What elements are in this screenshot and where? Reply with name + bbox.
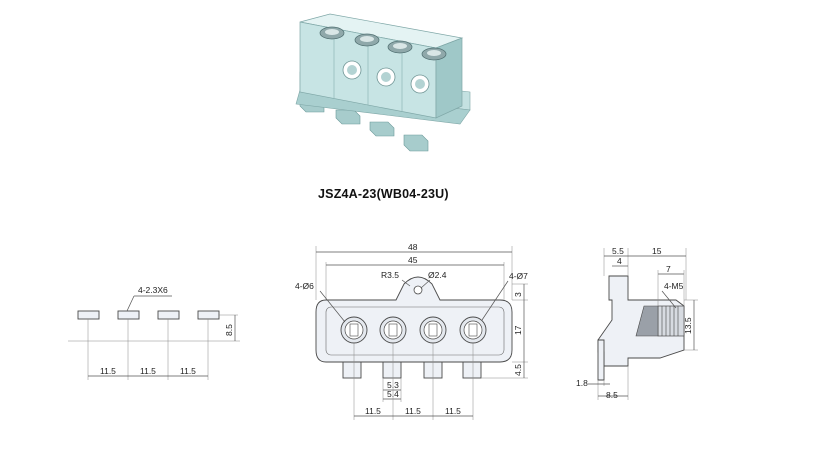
dim-4: 4 — [617, 256, 622, 266]
slot-4 — [197, 310, 220, 320]
left-view: 4-2.3X6 8.5 11.5 11.5 11.5 — [68, 285, 240, 380]
front-view: 48 45 R3.5 Ø2.4 4-Ø7 4-Ø6 3 17 4.5 5.3 5… — [295, 242, 528, 420]
dim-screw-holes: 4-Ø6 — [295, 281, 314, 291]
slot-2 — [117, 310, 140, 320]
dim-15: 15 — [652, 246, 662, 256]
left-hole-label: 4-2.3X6 — [138, 285, 168, 295]
dim-13-5: 13.5 — [683, 317, 693, 334]
dim-radius: R3.5 — [381, 270, 399, 280]
slot-3 — [157, 310, 180, 320]
left-pitch-2: 11.5 — [140, 366, 156, 376]
terminal-holes — [340, 316, 487, 344]
left-height: 8.5 — [224, 324, 234, 336]
dim-17: 17 — [513, 325, 523, 335]
left-pitch-3: 11.5 — [180, 366, 196, 376]
side-view: 5.5 15 4 7 4-M5 13.5 1.8 8.5 — [576, 246, 698, 400]
dim-3: 3 — [513, 292, 523, 297]
thread-section — [635, 305, 685, 337]
dim-tab-hole: Ø2.4 — [428, 270, 447, 280]
part-title: JSZ4A-23(WB04-23U) — [318, 187, 449, 201]
dim-1-8: 1.8 — [576, 378, 588, 388]
dim-4-5: 4.5 — [513, 364, 523, 376]
front-pitch-3: 11.5 — [445, 406, 461, 416]
slot-holes — [77, 310, 220, 320]
dim-7: 7 — [666, 264, 671, 274]
front-body — [315, 276, 513, 363]
product-photo — [295, 13, 471, 152]
left-pitch-1: 11.5 — [100, 366, 116, 376]
dim-8-5: 8.5 — [606, 390, 618, 400]
slot-1 — [77, 310, 100, 320]
dim-thread: 4-M5 — [664, 281, 684, 291]
dim-mount-holes: 4-Ø7 — [509, 271, 528, 281]
front-pins — [342, 359, 482, 379]
front-pitch-2: 11.5 — [405, 406, 421, 416]
dim-5-5: 5.5 — [612, 246, 624, 256]
dim-overall-width: 48 — [408, 242, 418, 252]
dim-inner-width: 45 — [408, 255, 418, 265]
front-pitch-1: 11.5 — [365, 406, 381, 416]
tab-hole — [413, 285, 423, 295]
